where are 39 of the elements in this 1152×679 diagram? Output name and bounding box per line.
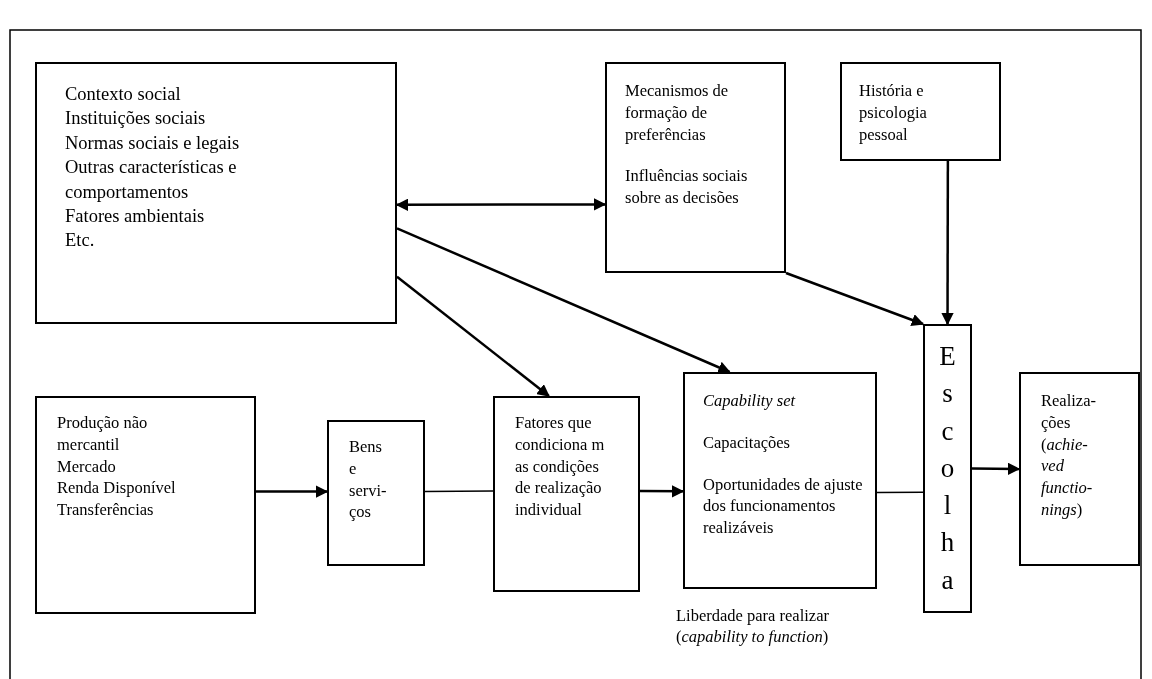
box-text: Fatores que condiciona m as condições de realização individual xyxy=(515,412,606,521)
arrow xyxy=(396,275,550,397)
box-text: Etc. xyxy=(65,229,96,253)
box-text: Transferências xyxy=(57,499,155,521)
process-box xyxy=(605,62,786,273)
process-box xyxy=(35,396,256,614)
box-text: Influências sociais sobre as decisões xyxy=(625,165,749,209)
choice-bar xyxy=(923,324,972,613)
process-box xyxy=(35,62,397,324)
box-text: História e psicologia pessoal xyxy=(859,80,928,146)
process-box xyxy=(683,372,877,589)
box-text: Fatores ambientais xyxy=(65,205,206,229)
box-text: Mercado xyxy=(57,455,117,478)
box-text: Oportunidades de ajuste dos funcionamentos realizáveis xyxy=(703,473,863,539)
arrow xyxy=(972,462,1021,476)
process-box xyxy=(1019,372,1140,566)
process-box xyxy=(493,396,640,592)
arrow xyxy=(941,161,954,326)
connector-line xyxy=(424,490,494,493)
arrow xyxy=(640,485,685,498)
arrow xyxy=(785,271,925,326)
box-text: Instituições sociais xyxy=(65,107,207,131)
process-box xyxy=(840,62,1001,161)
box-caption: Liberdade para realizar (capability to function) xyxy=(676,605,830,648)
box-text: Renda Disponível xyxy=(57,477,177,500)
box-text: Normas sociais e legais xyxy=(65,131,241,155)
box-text: Capability set xyxy=(703,390,797,412)
box-text: Escolha xyxy=(938,340,957,597)
arrow xyxy=(396,227,731,374)
box-text: Outras características e comportamentos xyxy=(65,156,238,204)
box-text: Bens e servi- ços xyxy=(349,436,388,524)
box-text: Realiza- ções (achie- ved functio- nings) xyxy=(1041,390,1097,521)
box-text: Capacitações xyxy=(703,431,792,454)
process-box xyxy=(327,420,425,566)
arrow xyxy=(256,485,329,498)
box-text: Produção não mercantil xyxy=(57,412,149,456)
connector-line xyxy=(876,491,924,494)
box-text: Mecanismos de formação de preferências xyxy=(625,80,730,146)
box-text: Contexto social xyxy=(65,83,182,106)
